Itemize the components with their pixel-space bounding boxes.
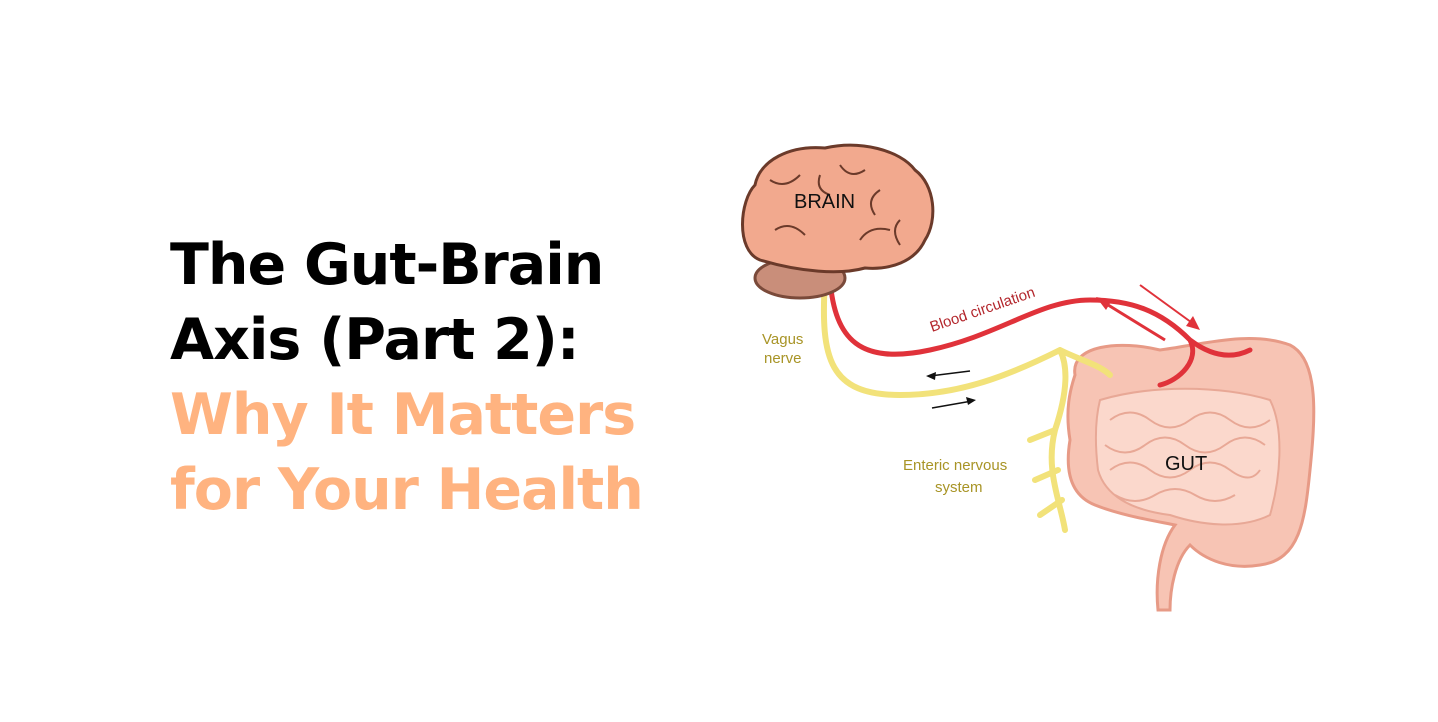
blood-vessel <box>827 277 1253 388</box>
headline-line-2: Axis (Part 2): <box>170 307 580 373</box>
enteric-nervous-system-label-1: Enteric nervous <box>903 457 1007 474</box>
headline-line-3: Why It Matters <box>170 382 636 448</box>
brain-illustration <box>741 143 935 300</box>
blood-circulation-label: Blood circulation <box>928 284 1038 336</box>
headline-line-1: The Gut-Brain <box>170 232 604 298</box>
direction-arrows <box>926 284 1200 409</box>
headline: The Gut-Brain Axis (Part 2): Why It Matt… <box>170 228 644 528</box>
brain-label: BRAIN <box>794 191 855 213</box>
enteric-nervous-system-label-2: system <box>935 479 983 496</box>
vagus-nerve-label-1: Vagus <box>762 331 803 348</box>
vagus-nerve-label-2: nerve <box>764 350 802 367</box>
vagus-nerve <box>820 277 1113 533</box>
gut-label: GUT <box>1165 453 1207 475</box>
headline-line-4: for Your Health <box>170 457 644 523</box>
gut-illustration <box>1066 337 1316 612</box>
